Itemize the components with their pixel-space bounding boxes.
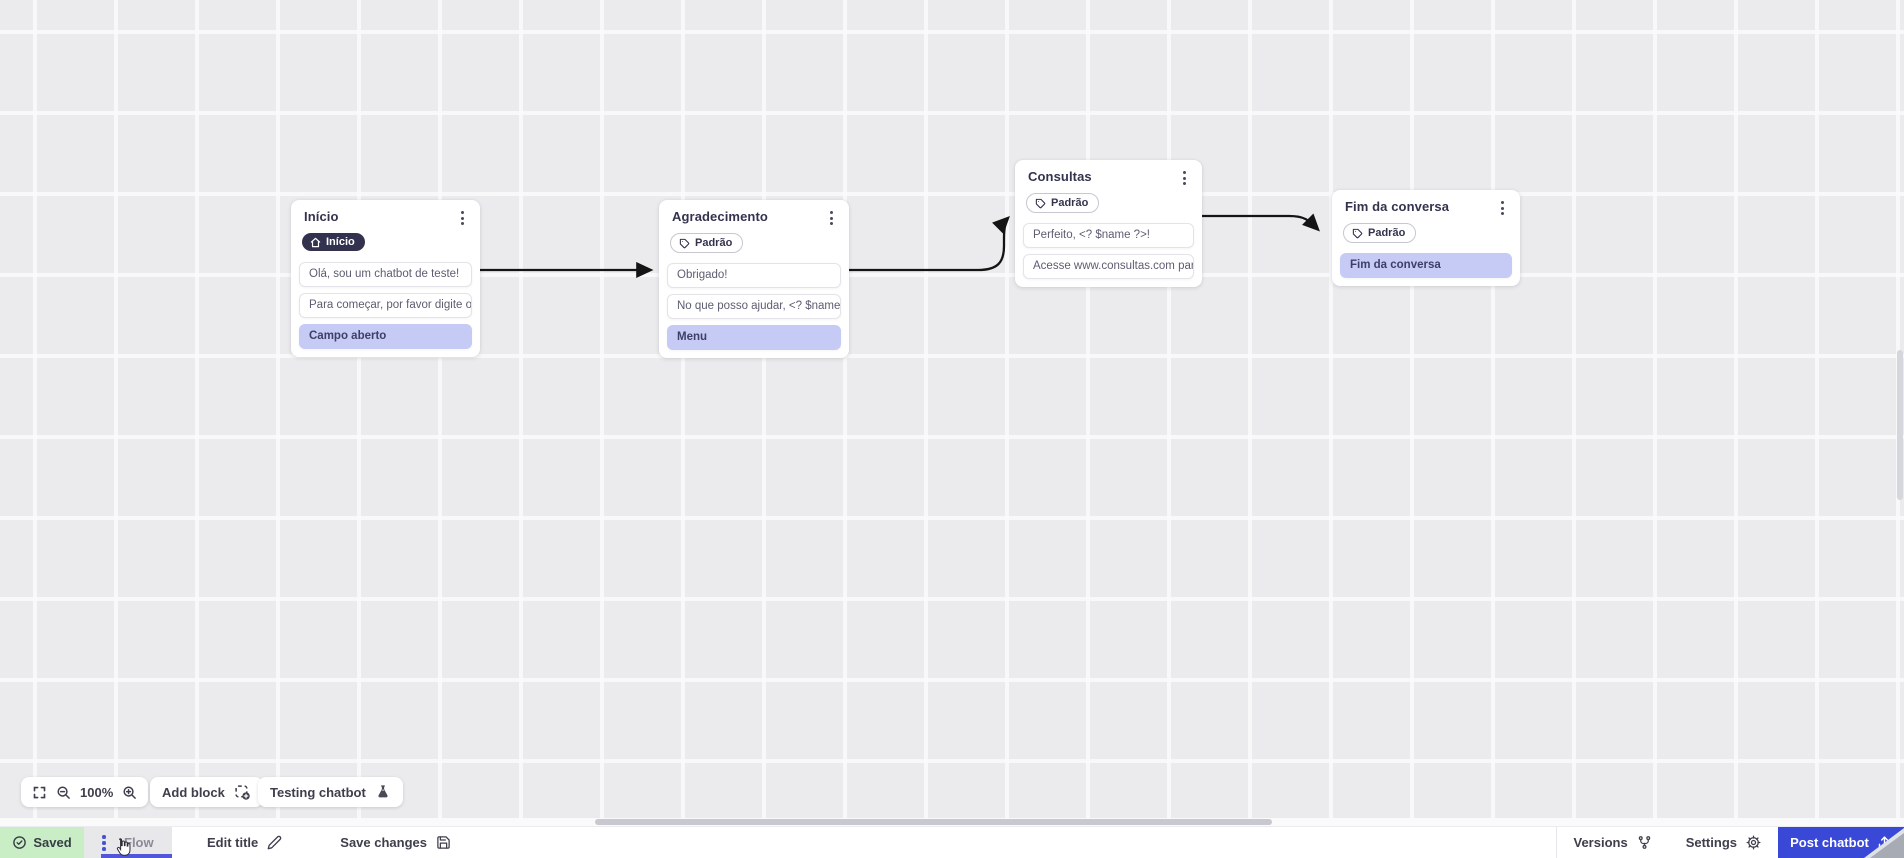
flow-edges xyxy=(480,213,1320,279)
horizontal-scrollbar-thumb[interactable] xyxy=(595,819,1272,825)
node-header: Agradecimento xyxy=(667,209,841,226)
message-row[interactable]: No que posso ajudar, <? $name ... xyxy=(667,293,841,319)
branch-icon xyxy=(1638,836,1650,849)
message-row[interactable]: Perfeito, <? $name ?>! xyxy=(1023,222,1194,248)
fullscreen-icon[interactable] xyxy=(32,785,47,800)
node-consultas[interactable]: Consultas Padrão Perfeito, <? $name ?>! … xyxy=(1015,160,1202,287)
tag-icon xyxy=(1035,198,1046,208)
node-fim-da-conversa[interactable]: Fim da conversa Padrão Fim da conversa xyxy=(1332,190,1520,286)
gear-icon xyxy=(1746,835,1761,850)
node-title: Início xyxy=(304,209,339,224)
node-title: Agradecimento xyxy=(672,209,768,224)
action-row[interactable]: Fim da conversa xyxy=(1340,252,1512,278)
post-chatbot-label: Post chatbot xyxy=(1790,835,1869,850)
edge-agradecimento-consultas xyxy=(847,216,1010,272)
zoom-in-icon[interactable] xyxy=(122,785,137,800)
add-block-button[interactable]: Add block xyxy=(150,777,263,807)
node-menu-icon[interactable] xyxy=(455,210,469,226)
save-changes-button[interactable]: Save changes xyxy=(323,827,468,858)
home-icon xyxy=(310,237,321,247)
message-row[interactable]: Para começar, por favor digite o ... xyxy=(299,292,472,318)
versions-button[interactable]: Versions xyxy=(1557,827,1669,858)
badge-label: Padrão xyxy=(1368,227,1406,239)
check-circle-icon xyxy=(13,836,27,849)
node-badge: Padrão xyxy=(670,233,744,253)
edit-title-button[interactable]: Edit title xyxy=(190,827,299,858)
node-badge: Padrão xyxy=(1343,223,1417,243)
zoom-level: 100% xyxy=(80,784,114,800)
node-title: Fim da conversa xyxy=(1345,199,1450,214)
floppy-icon xyxy=(437,836,450,849)
zoom-toolbar: 100% xyxy=(21,777,149,807)
node-menu-icon[interactable] xyxy=(1177,170,1191,186)
node-title: Consultas xyxy=(1028,169,1092,184)
flask-icon xyxy=(378,785,388,798)
pencil-icon xyxy=(267,835,282,850)
badge-label: Início xyxy=(326,236,355,248)
save-changes-label: Save changes xyxy=(340,835,427,850)
tag-icon xyxy=(679,238,690,248)
node-inicio[interactable]: Início Início Olá, sou um chatbot de tes… xyxy=(291,200,480,357)
saved-indicator: Saved xyxy=(0,827,84,858)
add-block-label: Add block xyxy=(162,784,225,800)
saved-label: Saved xyxy=(33,835,72,850)
action-row[interactable]: Menu xyxy=(667,324,841,350)
message-row[interactable]: Acesse www.consultas.com par... xyxy=(1023,253,1194,279)
status-bar-right: Versions Settings Post chatbot xyxy=(1555,827,1904,858)
add-block-icon xyxy=(235,784,250,800)
vertical-scrollbar[interactable] xyxy=(1897,350,1903,500)
tab-flow[interactable]: Flow xyxy=(84,827,172,858)
edge-consultas-fim xyxy=(1199,213,1320,232)
testing-chatbot-button[interactable]: Testing chatbot xyxy=(258,777,403,807)
node-header: Fim da conversa xyxy=(1340,199,1512,216)
badge-label: Padrão xyxy=(695,237,733,249)
node-badge: Padrão xyxy=(1026,193,1100,213)
badge-label: Padrão xyxy=(1051,197,1089,209)
flow-canvas[interactable]: Início Início Olá, sou um chatbot de tes… xyxy=(0,0,1904,818)
message-row[interactable]: Obrigado! xyxy=(667,262,841,288)
edit-title-label: Edit title xyxy=(207,835,259,850)
action-row[interactable]: Campo aberto xyxy=(299,323,472,349)
testing-chatbot-label: Testing chatbot xyxy=(270,784,366,800)
zoom-out-icon[interactable] xyxy=(56,785,71,800)
node-header: Consultas xyxy=(1023,169,1194,186)
node-menu-icon[interactable] xyxy=(824,210,838,226)
node-menu-icon[interactable] xyxy=(1495,200,1509,216)
status-bar: Saved Flow Edit title Save changes Versi… xyxy=(0,826,1904,858)
settings-button[interactable]: Settings xyxy=(1669,827,1778,858)
screen-corner-decoration xyxy=(1870,833,1904,858)
tag-icon xyxy=(1352,228,1363,238)
flow-tab-label: Flow xyxy=(124,835,154,850)
drag-handle-icon[interactable] xyxy=(97,835,111,851)
node-badge: Início xyxy=(302,233,365,251)
node-header: Início xyxy=(299,209,472,226)
horizontal-scrollbar-track xyxy=(0,818,1904,826)
settings-label: Settings xyxy=(1685,835,1737,850)
node-agradecimento[interactable]: Agradecimento Padrão Obrigado! No que po… xyxy=(659,200,849,358)
versions-label: Versions xyxy=(1573,835,1628,850)
message-row[interactable]: Olá, sou um chatbot de teste! xyxy=(299,261,472,287)
